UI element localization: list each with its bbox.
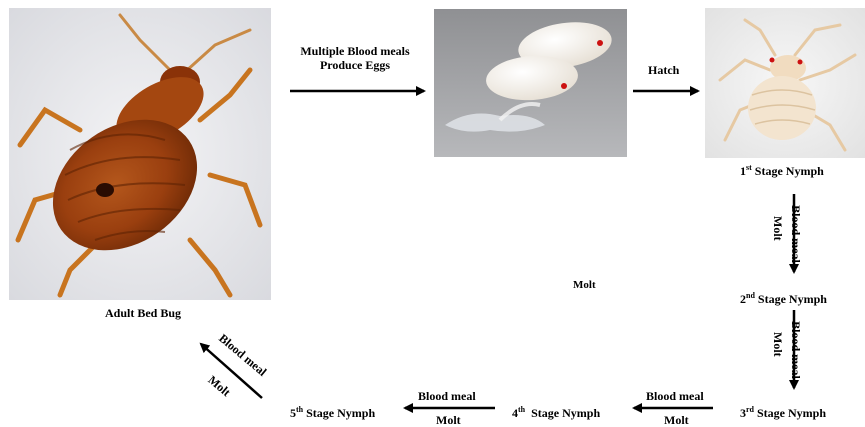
stage2-label: 2nd Stage Nymph	[740, 289, 827, 306]
stage1-rest: Stage Nymph	[752, 164, 824, 178]
molt-label-4: Molt	[436, 413, 461, 427]
blood-meal-label-4: Blood meal	[418, 389, 476, 403]
stage4-rest: Stage Nymph	[525, 406, 600, 420]
adult-bed-bug-photo	[9, 8, 271, 300]
eggs-arrow-line1: Multiple Blood meals	[288, 44, 422, 58]
center-molt-label: Molt	[573, 278, 596, 292]
stage2-rest: Stage Nymph	[755, 292, 827, 306]
stage3-label: 3rd Stage Nymph	[740, 403, 826, 420]
eggs-arrow-label: Multiple Blood meals Produce Eggs	[288, 44, 422, 72]
hatch-label: Hatch	[648, 63, 679, 77]
blood-meal-label-2: Blood meal	[789, 321, 803, 379]
stage5-label: 5th Stage Nymph	[290, 403, 375, 420]
molt-label-2: Molt	[771, 332, 785, 354]
stage4-label: 4th Stage Nymph	[512, 403, 600, 420]
eggs-arrow-line2: Produce Eggs	[288, 58, 422, 72]
blood-meal-label-1: Blood meal	[789, 205, 803, 263]
stage3-sup: rd	[746, 405, 754, 414]
eggs-photo	[434, 9, 627, 157]
stage1-label: 1st Stage Nymph	[740, 161, 824, 178]
blood-meal-label-3: Blood meal	[646, 389, 704, 403]
stage2-sup: nd	[746, 291, 755, 300]
first-stage-nymph-photo	[705, 8, 865, 158]
stage3-rest: Stage Nymph	[754, 406, 826, 420]
adult-bed-bug-label: Adult Bed Bug	[105, 306, 181, 320]
molt-label-1: Molt	[771, 216, 785, 238]
molt-label-3: Molt	[664, 413, 689, 427]
stage5-rest: Stage Nymph	[303, 406, 375, 420]
